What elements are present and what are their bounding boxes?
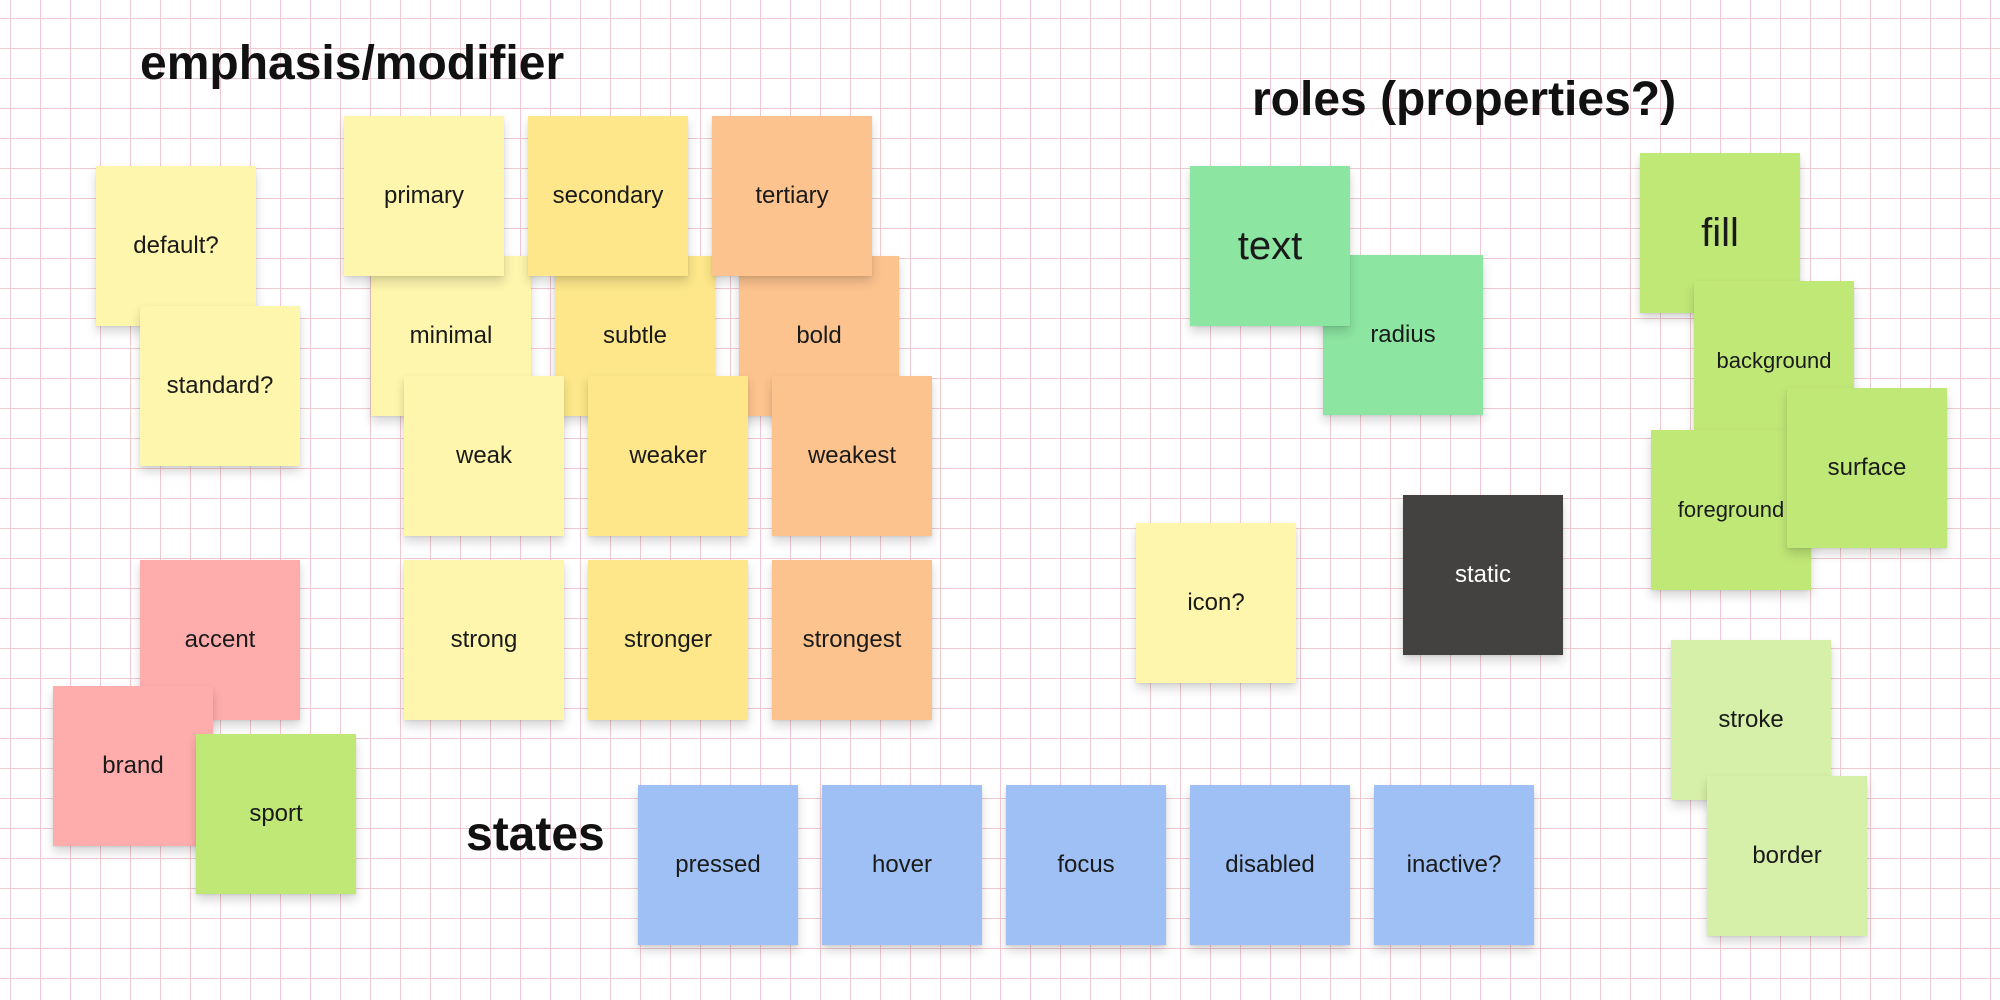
sticky-note-tertiary[interactable]: tertiary xyxy=(712,116,872,276)
sticky-note-label: bold xyxy=(796,322,842,350)
sticky-note-label: sport xyxy=(249,800,303,828)
sticky-note-focus[interactable]: focus xyxy=(1006,785,1166,945)
sticky-note-label: stroke xyxy=(1718,706,1784,734)
sticky-note-weak[interactable]: weak xyxy=(404,376,564,536)
sticky-note-icon[interactable]: icon? xyxy=(1136,523,1296,683)
sticky-note-label: weak xyxy=(455,442,513,470)
sticky-note-weakest[interactable]: weakest xyxy=(772,376,932,536)
heading-states: states xyxy=(466,808,605,861)
sticky-note-label: accent xyxy=(184,626,256,654)
sticky-note-label: focus xyxy=(1057,851,1115,879)
sticky-note-label: tertiary xyxy=(755,182,829,210)
sticky-note-border[interactable]: border xyxy=(1707,776,1867,936)
sticky-note-label: background xyxy=(1716,348,1832,374)
sticky-note-foreground[interactable]: foreground xyxy=(1651,430,1811,590)
sticky-note-weaker[interactable]: weaker xyxy=(588,376,748,536)
sticky-note-strong[interactable]: strong xyxy=(404,560,564,720)
sticky-note-static[interactable]: static xyxy=(1403,495,1563,655)
sticky-note-label: disabled xyxy=(1225,851,1315,879)
sticky-note-label: hover xyxy=(871,851,933,879)
heading-emphasis-modifier: emphasis/modifier xyxy=(140,37,565,90)
sticky-note-label: strong xyxy=(450,626,518,654)
sticky-note-strongest[interactable]: strongest xyxy=(772,560,932,720)
sticky-note-label: pressed xyxy=(675,851,761,879)
sticky-note-inactive[interactable]: inactive? xyxy=(1374,785,1534,945)
sticky-note-primary[interactable]: primary xyxy=(344,116,504,276)
sticky-note-label: secondary xyxy=(552,182,664,210)
sticky-note-label: strongest xyxy=(802,626,902,654)
sticky-note-standard[interactable]: standard? xyxy=(140,306,300,466)
sticky-note-label: icon? xyxy=(1187,589,1245,617)
sticky-note-label: standard? xyxy=(166,372,274,400)
sticky-note-stroke[interactable]: stroke xyxy=(1671,640,1831,800)
sticky-note-label: primary xyxy=(383,182,464,210)
sticky-note-label: minimal xyxy=(409,322,493,350)
sticky-note-text[interactable]: text xyxy=(1190,166,1350,326)
sticky-note-default[interactable]: default? xyxy=(96,166,256,326)
sticky-note-sport[interactable]: sport xyxy=(196,734,356,894)
sticky-note-label: brand xyxy=(102,752,164,780)
sticky-note-pressed[interactable]: pressed xyxy=(638,785,798,945)
sticky-note-label: foreground xyxy=(1677,497,1785,523)
sticky-note-label: radius xyxy=(1370,321,1436,349)
sticky-note-label: text xyxy=(1237,224,1303,268)
sticky-note-hover[interactable]: hover xyxy=(822,785,982,945)
sticky-note-disabled[interactable]: disabled xyxy=(1190,785,1350,945)
sticky-note-label: inactive? xyxy=(1406,851,1502,879)
sticky-note-label: subtle xyxy=(602,322,668,350)
sticky-note-label: stronger xyxy=(623,626,713,654)
sticky-note-secondary[interactable]: secondary xyxy=(528,116,688,276)
sticky-note-label: weaker xyxy=(629,442,707,470)
sticky-note-stronger[interactable]: stronger xyxy=(588,560,748,720)
sticky-note-label: weakest xyxy=(807,442,897,470)
sticky-note-label: static xyxy=(1454,561,1511,589)
sticky-note-brand[interactable]: brand xyxy=(53,686,213,846)
sticky-note-label: border xyxy=(1752,842,1822,870)
heading-roles: roles (properties?) xyxy=(1252,73,1677,126)
sticky-note-label: fill xyxy=(1701,211,1739,255)
sticky-note-label: surface xyxy=(1827,454,1907,482)
sticky-note-label: default? xyxy=(133,232,219,260)
sticky-note-surface[interactable]: surface xyxy=(1787,388,1947,548)
